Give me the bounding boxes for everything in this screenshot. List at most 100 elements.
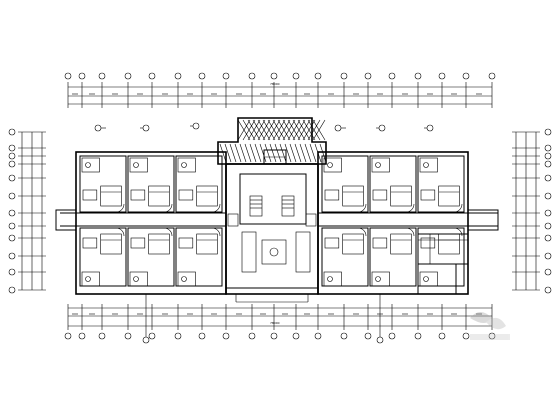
grid-bubble	[98, 72, 106, 80]
bottom-total-dimension: 78000	[270, 321, 280, 325]
grid-bubble	[364, 332, 372, 340]
grid-bubble	[8, 252, 16, 260]
hatch-line	[242, 119, 256, 141]
grid-bubble	[462, 332, 470, 340]
guest-room	[175, 227, 223, 287]
hatch-line	[289, 143, 297, 163]
grid-bubble	[270, 332, 278, 340]
grid-bubble	[64, 332, 72, 340]
building-outline	[55, 151, 499, 295]
hatch-line	[319, 143, 327, 163]
hatch-line	[262, 119, 276, 141]
grid-bubble	[124, 332, 132, 340]
hatch-line	[249, 143, 257, 163]
grid-bubble	[222, 332, 230, 340]
hatch-line	[237, 119, 251, 141]
hatch-line	[272, 119, 286, 141]
hatch-line	[279, 143, 287, 163]
grid-bubble	[8, 144, 16, 152]
right-grid-bubbles	[544, 128, 552, 294]
central-hall	[226, 173, 318, 303]
hatch-line	[312, 119, 326, 141]
hatch-line	[244, 143, 252, 163]
bottom-dimension-ticks	[67, 304, 493, 330]
hatch-line	[294, 143, 302, 163]
hatch-line	[307, 119, 321, 141]
grid-bubble	[198, 332, 206, 340]
guest-room	[417, 227, 465, 287]
hatch-line	[282, 119, 296, 141]
grid-bubble	[488, 72, 496, 80]
grid-bubble	[544, 128, 552, 136]
grid-bubble	[174, 332, 182, 340]
hatch-line	[314, 143, 322, 163]
grid-bubble	[544, 144, 552, 152]
guest-room	[127, 227, 175, 287]
grid-bubble	[388, 332, 396, 340]
guest-room	[417, 155, 465, 213]
stair-core	[227, 213, 317, 227]
top-dimension-ticks	[67, 82, 493, 108]
left-dimension-lines	[8, 128, 46, 294]
hatch-line	[229, 143, 237, 163]
guest-rooms	[79, 155, 465, 287]
grid-bubble	[414, 72, 422, 80]
hatch-line	[264, 143, 272, 163]
grid-bubble	[364, 72, 372, 80]
grid-bubble	[340, 332, 348, 340]
grid-bubble	[388, 72, 396, 80]
grid-bubble	[198, 72, 206, 80]
grid-bubble	[174, 72, 182, 80]
grid-bubble	[544, 268, 552, 276]
right-dimension-lines	[512, 128, 552, 294]
grid-bubble	[488, 332, 496, 340]
guest-room	[321, 155, 369, 213]
grid-bubble	[544, 152, 552, 160]
hatch-line	[247, 119, 261, 141]
grid-bubble	[544, 160, 552, 168]
hatch-line	[234, 143, 242, 163]
hatch-line	[302, 119, 316, 141]
grid-bubble	[124, 72, 132, 80]
hatch-line	[299, 143, 307, 163]
left-grid-bubbles	[8, 128, 16, 294]
hatch-line	[252, 119, 266, 141]
grid-bubble	[340, 72, 348, 80]
hatch-line	[284, 143, 292, 163]
guest-room	[369, 155, 417, 213]
grid-bubble	[544, 192, 552, 200]
grid-bubble	[8, 192, 16, 200]
top-grid-bubbles	[64, 72, 496, 80]
grid-bubble	[148, 332, 156, 340]
grid-bubble	[222, 72, 230, 80]
hatch-line	[274, 143, 282, 163]
atrium-hatch-lines	[219, 119, 327, 163]
grid-bubble	[98, 332, 106, 340]
hatch-line	[309, 143, 317, 163]
hatch-line	[267, 119, 281, 141]
grid-bubble	[148, 72, 156, 80]
top-dimension-lines: 78000	[64, 72, 496, 108]
bottom-grid-bubbles	[64, 332, 496, 340]
guest-room	[127, 155, 175, 213]
hatch-line	[259, 143, 267, 163]
grid-bubble	[248, 332, 256, 340]
grid-bubble	[78, 332, 86, 340]
guest-room	[79, 227, 127, 287]
grid-bubble	[544, 174, 552, 182]
grid-bubble	[248, 72, 256, 80]
hatch-line	[239, 143, 247, 163]
grid-bubble	[8, 209, 16, 217]
watermark-logo	[470, 312, 510, 340]
grid-bubble	[414, 332, 422, 340]
grid-bubble	[544, 234, 552, 242]
hatch-line	[287, 119, 301, 141]
grid-bubble	[544, 222, 552, 230]
grid-bubble	[8, 160, 16, 168]
grid-bubble	[78, 72, 86, 80]
grid-bubble	[270, 72, 278, 80]
top-total-dimension: 78000	[270, 82, 280, 86]
hatch-line	[224, 143, 232, 163]
